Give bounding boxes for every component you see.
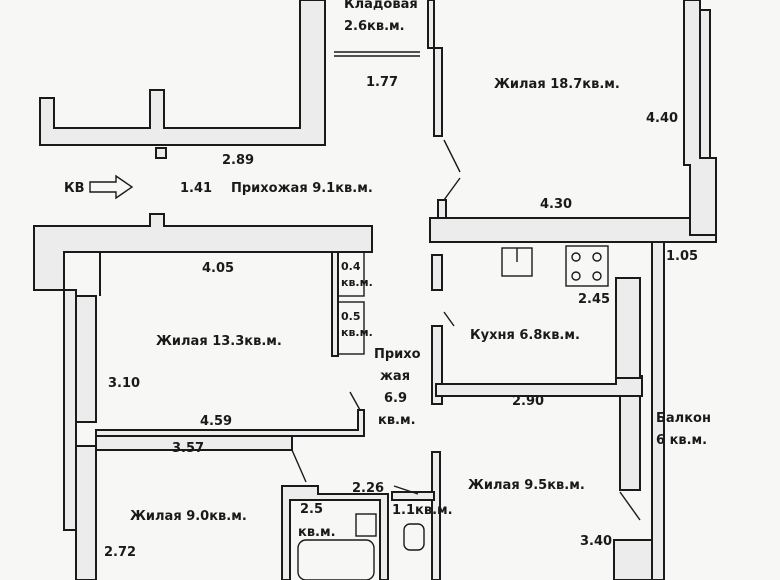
wall-main-left xyxy=(33,213,373,291)
balcony-door xyxy=(619,491,641,521)
door-living90 xyxy=(291,449,307,483)
window-left-2 xyxy=(75,445,97,580)
balcony-wall-lower xyxy=(619,395,641,491)
dim-245: 2.45 xyxy=(578,292,610,307)
bathtub-icon xyxy=(297,539,375,580)
closet-05-unit: кв.м. xyxy=(341,326,373,339)
balcony-label-1: Балкон xyxy=(656,411,711,426)
hall-6-9-line1: Прихо xyxy=(374,347,421,362)
window-left-1 xyxy=(75,295,97,423)
wall-storage-right xyxy=(427,0,435,49)
door-kitchen xyxy=(443,311,455,327)
wall-living18-bottom xyxy=(429,217,717,243)
dim-310: 3.10 xyxy=(108,376,140,391)
wall-top-left-room xyxy=(39,0,326,146)
dim-357: 3.57 xyxy=(172,441,204,456)
bath-sink-icon xyxy=(355,513,377,537)
dim-430: 4.30 xyxy=(540,197,572,212)
entrance-label: КВ xyxy=(64,181,85,196)
wall-bathroom xyxy=(281,485,389,580)
door-wc xyxy=(393,485,419,495)
window-right xyxy=(699,9,711,159)
wall-kitchen-left-top xyxy=(431,254,443,291)
dim-289: 2.89 xyxy=(222,153,254,168)
hall-6-9-line2: жая xyxy=(380,369,410,384)
hall-6-9-line3: 6.9 xyxy=(384,391,407,406)
balcony-outer xyxy=(651,241,665,580)
wall-kitchen-bottom xyxy=(435,375,643,397)
toilet-icon xyxy=(403,523,425,551)
stove-icon xyxy=(565,245,609,287)
stove-burner-2 xyxy=(592,252,602,262)
kitchen-label: Кухня 6.8кв.м. xyxy=(470,328,580,343)
hall-9-1-label: Прихожая 9.1кв.м. xyxy=(231,181,373,196)
stove-burner-3 xyxy=(571,271,581,281)
dim-459: 4.59 xyxy=(200,414,232,429)
dim-290: 2.90 xyxy=(512,394,544,409)
dim-226: 2.26 xyxy=(352,481,384,496)
storage-name: Кладовая xyxy=(344,0,418,12)
wall-living95-left xyxy=(431,451,441,580)
balcony-label-2: 6 кв.м. xyxy=(656,433,707,448)
wall-bottom-right xyxy=(613,539,653,580)
dim-272: 2.72 xyxy=(104,545,136,560)
wall-wc xyxy=(391,491,435,501)
stove-burner-1 xyxy=(571,252,581,262)
dim-340: 3.40 xyxy=(580,534,612,549)
bath-area: 2.5 xyxy=(300,502,323,517)
wc-label: 1.1кв.м. xyxy=(392,503,453,518)
wall-kitchen-left xyxy=(431,325,443,405)
closet-05-area: 0.5 xyxy=(341,310,361,323)
closet-wall xyxy=(331,251,339,357)
dim-141: 1.41 xyxy=(180,181,212,196)
dim-177: 1.77 xyxy=(366,75,398,90)
dim-105: 1.05 xyxy=(666,249,698,264)
bath-unit: кв.м. xyxy=(298,525,336,540)
door-living18b xyxy=(443,177,461,201)
closet-04-unit: кв.м. xyxy=(341,276,373,289)
dim-405: 4.05 xyxy=(202,261,234,276)
entrance-door xyxy=(155,147,167,159)
stove-burner-4 xyxy=(592,271,602,281)
balcony-wall-left xyxy=(615,277,641,379)
wall-living18-left xyxy=(433,47,443,137)
hall-6-9-line4: кв.м. xyxy=(378,413,416,428)
dim-440: 4.40 xyxy=(646,111,678,126)
entrance-arrow-icon xyxy=(89,174,134,200)
wall-left-outer xyxy=(63,289,77,531)
living-13-3-label: Жилая 13.3кв.м. xyxy=(156,334,282,349)
door-living133 xyxy=(349,391,361,411)
living-18-7-label: Жилая 18.7кв.м. xyxy=(494,77,620,92)
closet-04-area: 0.4 xyxy=(341,260,361,273)
door-living18 xyxy=(443,139,461,173)
wall-living18-left-lower xyxy=(437,199,447,219)
living-9-0-label: Жилая 9.0кв.м. xyxy=(130,509,247,524)
storage-area: 2.6кв.м. xyxy=(344,19,405,34)
living-9-5-label: Жилая 9.5кв.м. xyxy=(468,478,585,493)
